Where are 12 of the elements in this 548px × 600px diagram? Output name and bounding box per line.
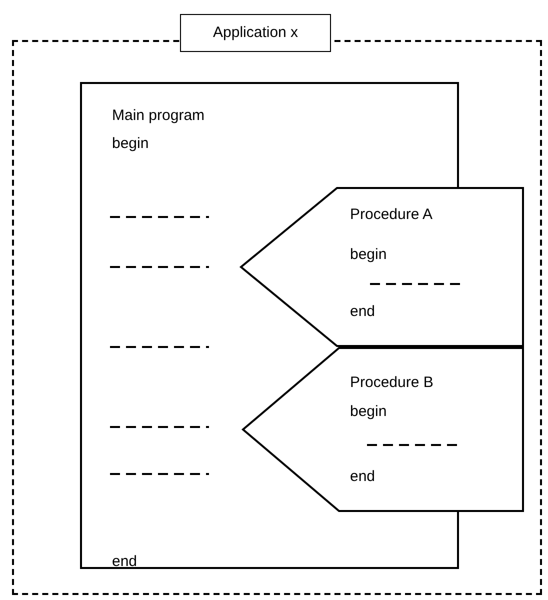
begin-keyword: begin	[350, 403, 387, 421]
application-title: Application x	[180, 14, 332, 52]
procedure-heading: Procedure A	[350, 206, 433, 224]
begin-keyword: begin	[350, 246, 387, 264]
program-heading: Main program	[112, 107, 205, 125]
procedure-heading: Procedure B	[350, 374, 434, 392]
begin-keyword: begin	[112, 135, 149, 153]
procedure-box	[240, 187, 524, 347]
end-keyword: end	[350, 303, 376, 321]
end-keyword: end	[112, 553, 138, 571]
end-keyword: end	[350, 468, 376, 486]
procedure-box	[242, 347, 524, 512]
